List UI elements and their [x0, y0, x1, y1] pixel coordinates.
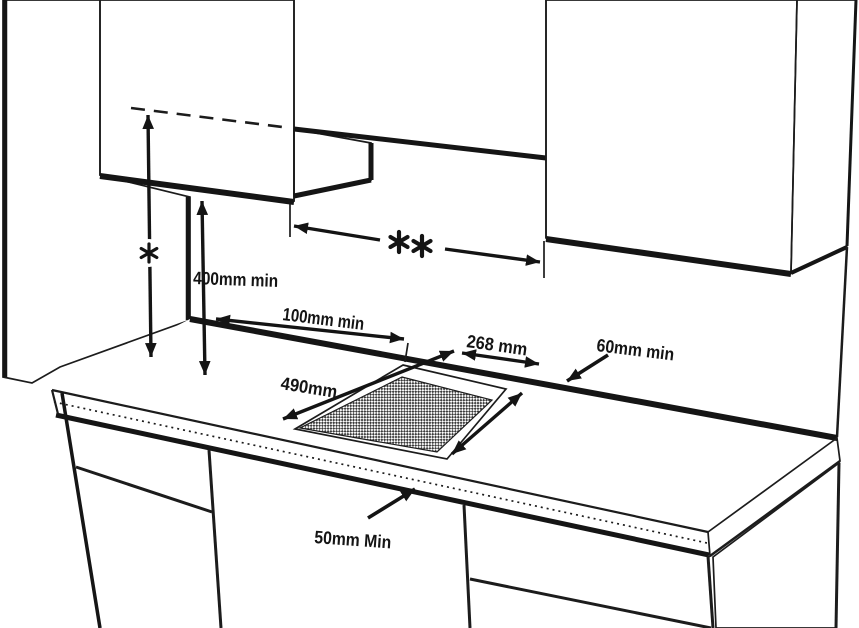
base-cabinet-right-side — [712, 461, 840, 628]
base-cabinet-right-back-edge — [834, 462, 841, 628]
star-dimension-arrow — [142, 114, 157, 358]
middle-cabinet-bottom-edge — [293, 126, 547, 161]
base-cabinet-left-edge — [60, 392, 102, 628]
worktop-left-end-edge — [50, 389, 60, 415]
base-cabinet-divider-left — [207, 449, 223, 628]
upper-left-cabinet-bottom-edge — [99, 173, 295, 205]
400mm-label: 400mm min — [193, 268, 279, 291]
dimension-star-clearance: * — [135, 114, 163, 358]
base-left-drawer-line — [75, 465, 213, 514]
worktop-end-bottom-edge — [709, 459, 841, 558]
worktop-front-top-edge — [51, 388, 709, 534]
hood-recess — [130, 106, 547, 199]
base-right-drawer-line — [469, 577, 712, 628]
star-icon — [139, 242, 159, 264]
hidden-edge-dashed-line — [130, 106, 291, 130]
double-star-arrow-right — [444, 247, 541, 266]
upper-right-cabinet-bottom-edge — [545, 236, 792, 277]
400mm-dimension-arrow — [196, 200, 211, 376]
recess-step-bottom-edge — [293, 177, 372, 199]
50mm-leader-arrow — [367, 487, 416, 520]
dimension-268mm: 268 mm — [404, 331, 540, 368]
490mm-dimension-arrow — [282, 349, 455, 421]
upper-right-cabinet — [545, 0, 858, 438]
base-cabinet-divider-right — [462, 504, 472, 628]
base-cabinet-right-front-edge — [706, 555, 715, 628]
60mm-leader-arrow — [566, 353, 609, 383]
right-wall-edge — [835, 246, 849, 438]
worktop-front-bottom-edge — [55, 412, 710, 558]
dimension-50mm: 50mm Min — [314, 487, 416, 552]
base-cabinets — [60, 392, 841, 628]
cutout-depth-arrow-right — [450, 391, 524, 456]
double-star-icon — [388, 229, 433, 259]
100mm-dimension-arrow — [215, 314, 405, 344]
double-star-arrow-left — [293, 222, 381, 242]
dimension-400mm: 400mm min — [193, 200, 279, 376]
dimension-double-star: ** — [289, 204, 545, 278]
upper-right-cabinet-side-bottom-edge — [790, 245, 848, 275]
268mm-dimension-arrow — [461, 349, 540, 368]
upper-right-cabinet-side-right-edge — [845, 0, 858, 247]
